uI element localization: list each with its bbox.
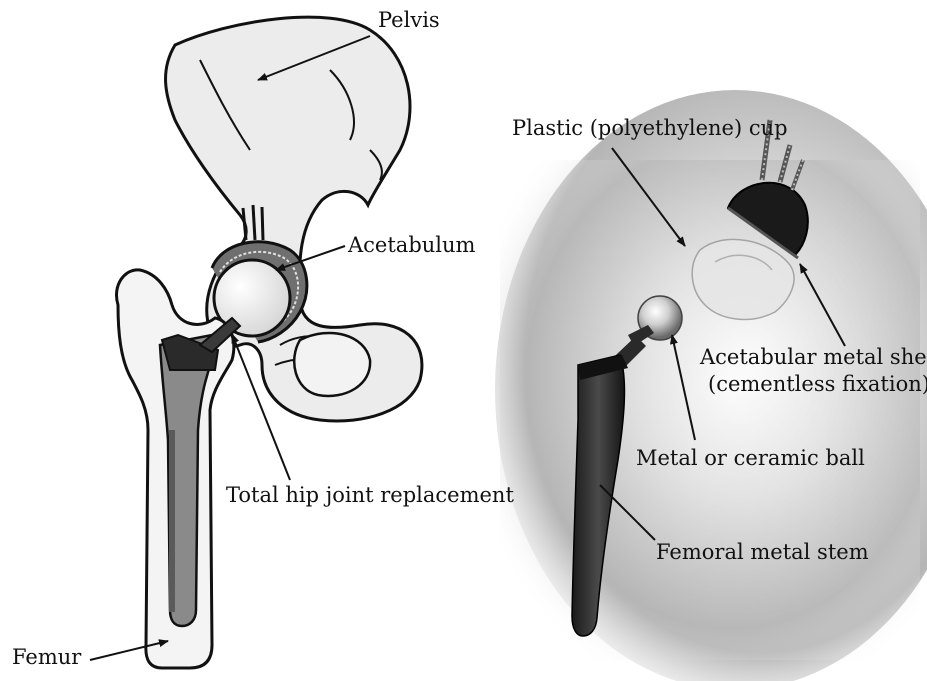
label-pelvis: Pelvis xyxy=(378,8,440,32)
label-shell-line2: (cementless fixation) xyxy=(708,372,927,396)
label-plastic-cup: Plastic (polyethylene) cup xyxy=(512,116,788,140)
label-femur: Femur xyxy=(12,645,81,669)
label-stem: Femoral metal stem xyxy=(656,540,869,564)
label-total-hip: Total hip joint replacement xyxy=(226,483,514,507)
label-acetabulum: Acetabulum xyxy=(348,233,475,257)
obturator-foramen xyxy=(294,333,370,396)
label-shell-line1: Acetabular metal shell xyxy=(700,345,927,369)
left-schematic xyxy=(117,17,422,668)
label-ball: Metal or ceramic ball xyxy=(636,446,865,470)
